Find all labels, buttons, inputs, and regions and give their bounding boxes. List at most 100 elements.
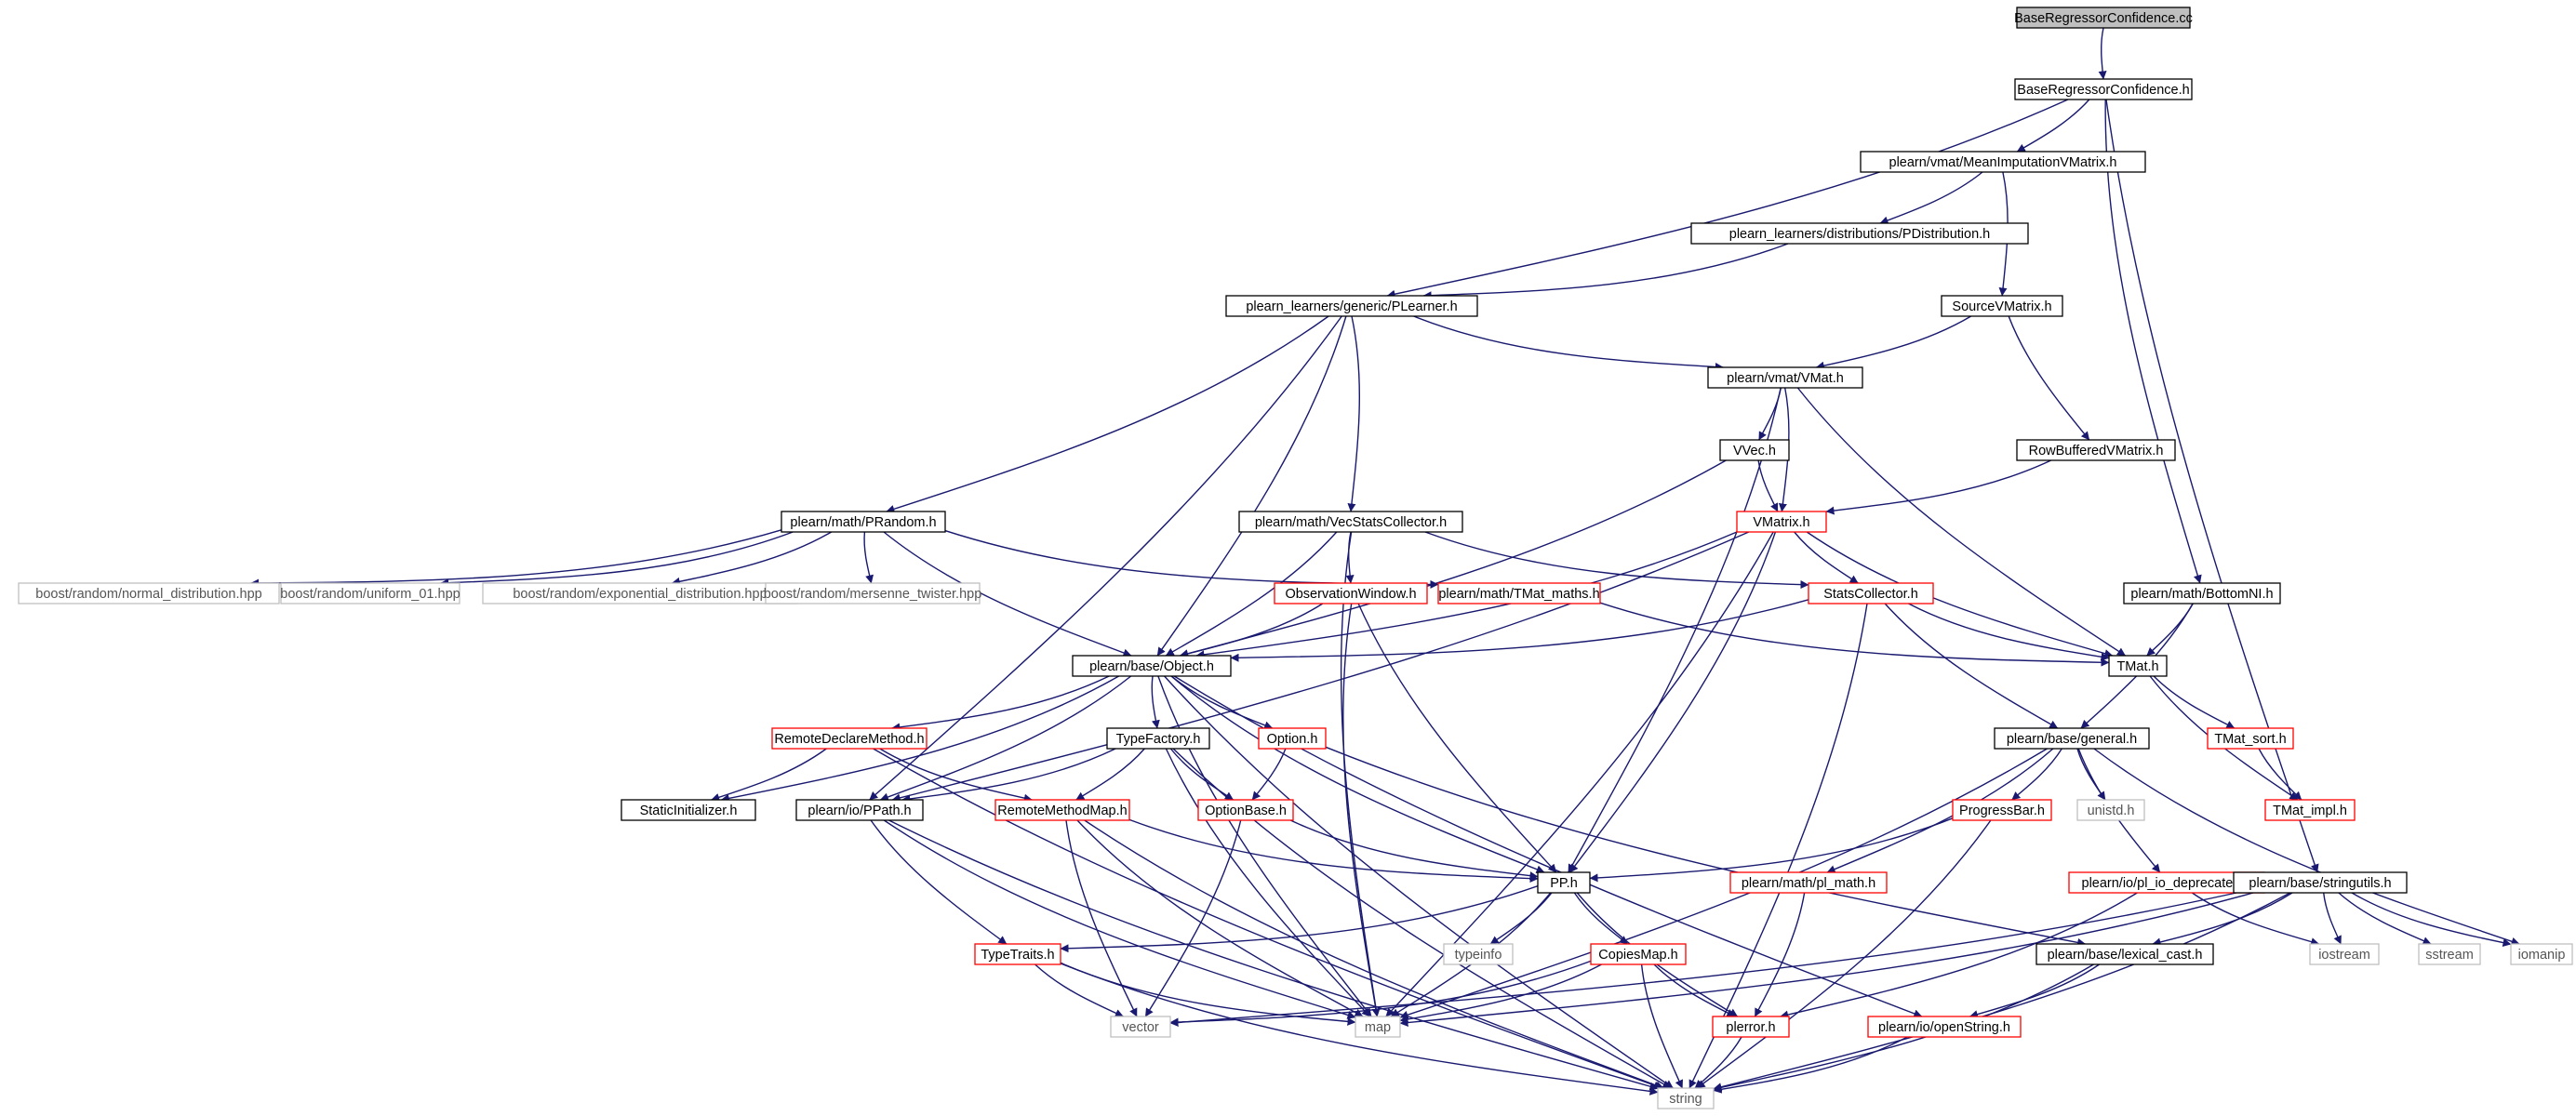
node-label: TMat_impl.h xyxy=(2273,804,2347,818)
node-lexcast[interactable]: plearn/base/lexical_cast.h xyxy=(2035,943,2214,965)
node-typetraits[interactable]: TypeTraits.h xyxy=(974,943,1061,965)
node-ppath[interactable]: plearn/io/PPath.h xyxy=(795,799,924,821)
node-root[interactable]: BaseRegressorConfidence.cc xyxy=(2014,7,2193,29)
node-tmatimpl[interactable]: TMat_impl.h xyxy=(2264,799,2356,821)
edge-vmatrix-to-object xyxy=(1195,531,1738,659)
edge-tmat-to-tmatsort xyxy=(2153,675,2236,729)
node-label: SourceVMatrix.h xyxy=(1952,299,2051,314)
edge-stringutils-to-string xyxy=(1713,892,2291,1092)
node-label: plearn/math/pl_math.h xyxy=(1742,876,1875,891)
edge-copiesmap-to-plerror xyxy=(1653,963,1736,1017)
node-typefactory[interactable]: TypeFactory.h xyxy=(1106,727,1210,750)
edge-stringutils-to-lexcast xyxy=(2152,892,2293,947)
node-string: string xyxy=(1657,1087,1715,1109)
node-pliodep[interactable]: plearn/io/pl_io_deprecated.h xyxy=(2068,871,2265,894)
node-label: plearn/base/Object.h xyxy=(1089,659,1214,674)
edge-typetraits-to-string xyxy=(1060,963,1659,1096)
node-box xyxy=(1994,727,2150,750)
node-option[interactable]: Option.h xyxy=(1258,727,1327,750)
edge-ppath-to-map xyxy=(883,819,1356,1019)
node-box xyxy=(1106,727,1210,750)
node-tmatmaths[interactable]: plearn/math/TMat_maths.h xyxy=(1437,582,1601,604)
node-brc[interactable]: BaseRegressorConfidence.h xyxy=(2014,78,2193,100)
node-label: iostream xyxy=(2318,948,2370,963)
node-statsc[interactable]: StatsCollector.h xyxy=(1808,582,1934,604)
edge-object-to-rdm xyxy=(891,675,1110,732)
edge-rmm-to-map xyxy=(1076,819,1364,1017)
node-label: plearn/base/stringutils.h xyxy=(2249,876,2391,891)
node-rbvm[interactable]: RowBufferedVMatrix.h xyxy=(2016,439,2176,461)
edge-rmm-to-pp xyxy=(1128,818,1539,884)
node-plearner[interactable]: plearn_learners/generic/PLearner.h xyxy=(1225,295,1478,317)
node-obswin[interactable]: ObservationWindow.h xyxy=(1274,582,1428,604)
node-progressbar[interactable]: ProgressBar.h xyxy=(1952,799,2052,821)
node-box xyxy=(994,799,1130,821)
node-buniform: boost/random/uniform_01.hpp xyxy=(280,582,460,604)
node-tmat[interactable]: TMat.h xyxy=(2108,655,2168,677)
edge-prandom-to-bexp xyxy=(671,531,833,586)
node-vmatrix[interactable]: VMatrix.h xyxy=(1736,511,1827,533)
edge-copiesmap-to-map xyxy=(1399,963,1602,1024)
node-prandom[interactable]: plearn/math/PRandom.h xyxy=(781,511,946,533)
edge-brc-to-plearner xyxy=(1386,99,2069,299)
node-box xyxy=(1657,1087,1715,1109)
edge-bottomni-to-tmat xyxy=(2146,603,2194,657)
node-label: sstream xyxy=(2425,948,2474,963)
node-box xyxy=(621,799,756,821)
edge-general-to-iomanip xyxy=(2093,748,2520,946)
node-typeinfo: typeinfo xyxy=(1443,943,1514,965)
edge-rdm-to-rmm xyxy=(879,748,1033,803)
node-box xyxy=(2418,943,2481,965)
node-object[interactable]: plearn/base/Object.h xyxy=(1072,655,1232,677)
node-box xyxy=(2264,799,2356,821)
node-rmm[interactable]: RemoteMethodMap.h xyxy=(994,799,1130,821)
node-svm[interactable]: SourceVMatrix.h xyxy=(1941,295,2063,317)
edge-prandom-to-bmt xyxy=(863,531,874,584)
node-optionbase[interactable]: OptionBase.h xyxy=(1197,799,1294,821)
edge-plearner-to-vsc xyxy=(1347,315,1361,512)
edge-vvec-to-object xyxy=(1180,459,1727,658)
node-general[interactable]: plearn/base/general.h xyxy=(1994,727,2150,750)
edge-object-to-typefactory xyxy=(1151,675,1160,729)
edge-copiesmap-to-vector xyxy=(1169,960,1592,1027)
node-mivm[interactable]: plearn/vmat/MeanImputationVMatrix.h xyxy=(1860,151,2146,173)
node-stringutils[interactable]: plearn/base/stringutils.h xyxy=(2233,871,2408,894)
node-tmatsort[interactable]: TMat_sort.h xyxy=(2207,727,2294,750)
edge-plearner-to-prandom xyxy=(886,315,1329,513)
node-vmat[interactable]: plearn/vmat/VMat.h xyxy=(1707,366,1863,389)
node-label: boost/random/uniform_01.hpp xyxy=(280,587,460,602)
node-label: StatsCollector.h xyxy=(1823,587,1918,602)
node-rdm[interactable]: RemoteDeclareMethod.h xyxy=(771,727,928,750)
edge-lexcast-to-openstring xyxy=(1969,963,2100,1018)
node-box xyxy=(1719,439,1790,461)
node-box xyxy=(2233,871,2408,894)
node-box xyxy=(2076,799,2145,821)
edge-vvec-to-vmatrix xyxy=(1757,459,1779,512)
node-box xyxy=(1736,511,1827,533)
node-box xyxy=(1443,943,1514,965)
node-copiesmap[interactable]: CopiesMap.h xyxy=(1590,943,1687,965)
node-pp[interactable]: PP.h xyxy=(1537,871,1591,894)
edge-vmatrix-to-statsc xyxy=(1794,531,1859,584)
node-label: StaticInitializer.h xyxy=(640,804,738,818)
node-box xyxy=(2309,943,2380,965)
node-pdist[interactable]: plearn_learners/distributions/PDistribut… xyxy=(1690,222,2029,245)
node-box xyxy=(974,943,1061,965)
edge-optionbase-to-pp xyxy=(1289,819,1539,881)
edge-vsc-to-statsc xyxy=(1424,531,1809,590)
node-box xyxy=(2207,727,2294,750)
node-vvec[interactable]: VVec.h xyxy=(1719,439,1790,461)
node-plerror[interactable]: plerror.h xyxy=(1712,1016,1790,1038)
edge-brc-to-mivm xyxy=(2016,99,2090,153)
node-box xyxy=(1537,871,1591,894)
node-plmath[interactable]: plearn/math/pl_math.h xyxy=(1729,871,1888,894)
node-staticinit[interactable]: StaticInitializer.h xyxy=(621,799,756,821)
node-label: string xyxy=(1669,1092,1702,1107)
node-vsc[interactable]: plearn/math/VecStatsCollector.h xyxy=(1238,511,1463,533)
node-bottomni[interactable]: plearn/math/BottomNI.h xyxy=(2123,582,2281,604)
node-openstring[interactable]: plearn/io/openString.h xyxy=(1867,1016,2022,1038)
node-iomanip: iomanip xyxy=(2510,943,2573,965)
edge-statsc-to-string xyxy=(1688,603,1868,1089)
node-box xyxy=(2016,7,2191,29)
